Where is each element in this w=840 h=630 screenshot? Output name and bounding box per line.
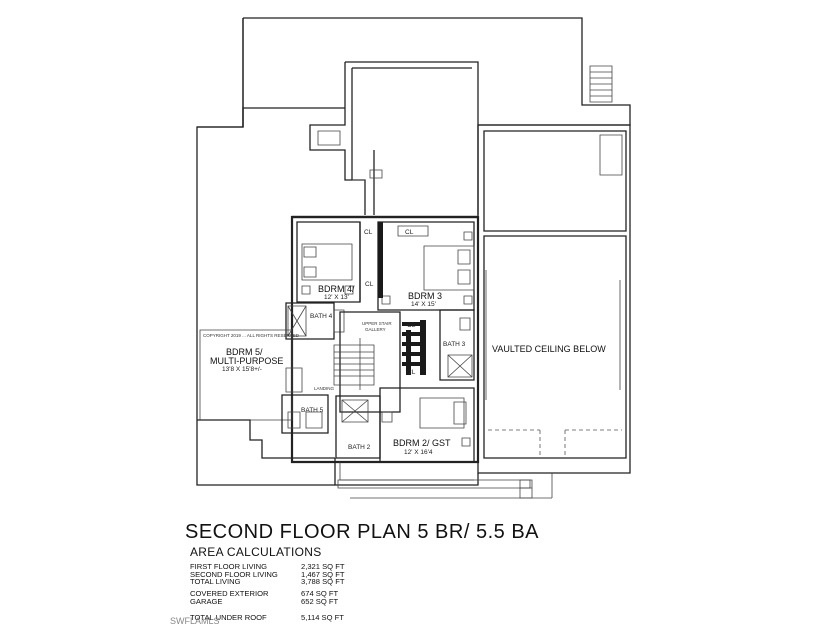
area-row-value: 1,467 SQ FT <box>301 570 345 579</box>
gallery-label-2: GALLERY <box>365 327 386 332</box>
lower-outline <box>197 420 552 498</box>
area-row-label: COVERED EXTERIOR <box>190 589 269 598</box>
bdrm5-size: 13'8 X 15'8+/- <box>222 366 262 373</box>
exterior-stair <box>590 66 612 102</box>
bdrm2-label: BDRM 2/ GST <box>393 438 451 448</box>
area-row-label: GARAGE <box>190 597 223 606</box>
bath5-label: BATH 5 <box>301 407 324 414</box>
bath3-label: BATH 3 <box>443 341 466 348</box>
area-calculations-title: AREA CALCULATIONS <box>190 545 322 559</box>
vaulted-label: VAULTED CEILING BELOW <box>492 344 606 354</box>
bdrm5-label-2: MULTI-PURPOSE <box>210 356 283 366</box>
landing-label: LANDING <box>314 386 335 391</box>
gallery-label: UPPER STAIR <box>362 321 392 326</box>
plan-title: SECOND FLOOR PLAN 5 BR/ 5.5 BA <box>185 521 539 543</box>
bath4-label: BATH 4 <box>310 313 333 320</box>
area-row-value: 652 SQ FT <box>301 597 339 606</box>
watermark: SWFLAMLS <box>170 616 220 626</box>
copyright-note: COPYRIGHT 2019 ... ALL RIGHTS RESERVED <box>203 333 300 338</box>
closet-label-1: CL <box>364 229 373 236</box>
area-row-value: 3,788 SQ FT <box>301 577 345 586</box>
area-row-label: SECOND FLOOR LIVING <box>190 570 278 579</box>
area-row-value: 5,114 SQ FT <box>301 613 344 622</box>
second-floor-walls <box>200 217 478 462</box>
bdrm4-size: 12' X 13' <box>324 294 349 301</box>
bdrm2-size: 12' X 16'4 <box>404 449 433 456</box>
bath2-label: BATH 2 <box>348 444 371 451</box>
area-row-value: 2,321 SQ FT <box>301 562 345 571</box>
bdrm4-label: BDRM 4/ <box>318 284 355 294</box>
vaulted-wing <box>478 125 630 473</box>
area-row-label: TOTAL UNDER ROOF <box>190 613 267 622</box>
roof-outline <box>197 18 630 485</box>
closet-label-5: CL <box>407 369 416 376</box>
bdrm5-label: BDRM 5/ <box>226 347 263 357</box>
bdrm3-size: 14' X 15' <box>411 301 436 308</box>
closet-label-2: CL <box>365 281 374 288</box>
bdrm3-label: BDRM 3 <box>408 291 442 301</box>
area-row-value: 674 SQ FT <box>301 589 339 598</box>
area-row-label: FIRST FLOOR LIVING <box>190 562 268 571</box>
closet-label-3: CL <box>405 229 414 236</box>
area-row-label: TOTAL LIVING <box>190 577 241 586</box>
closet-label-4: CL <box>407 322 416 329</box>
